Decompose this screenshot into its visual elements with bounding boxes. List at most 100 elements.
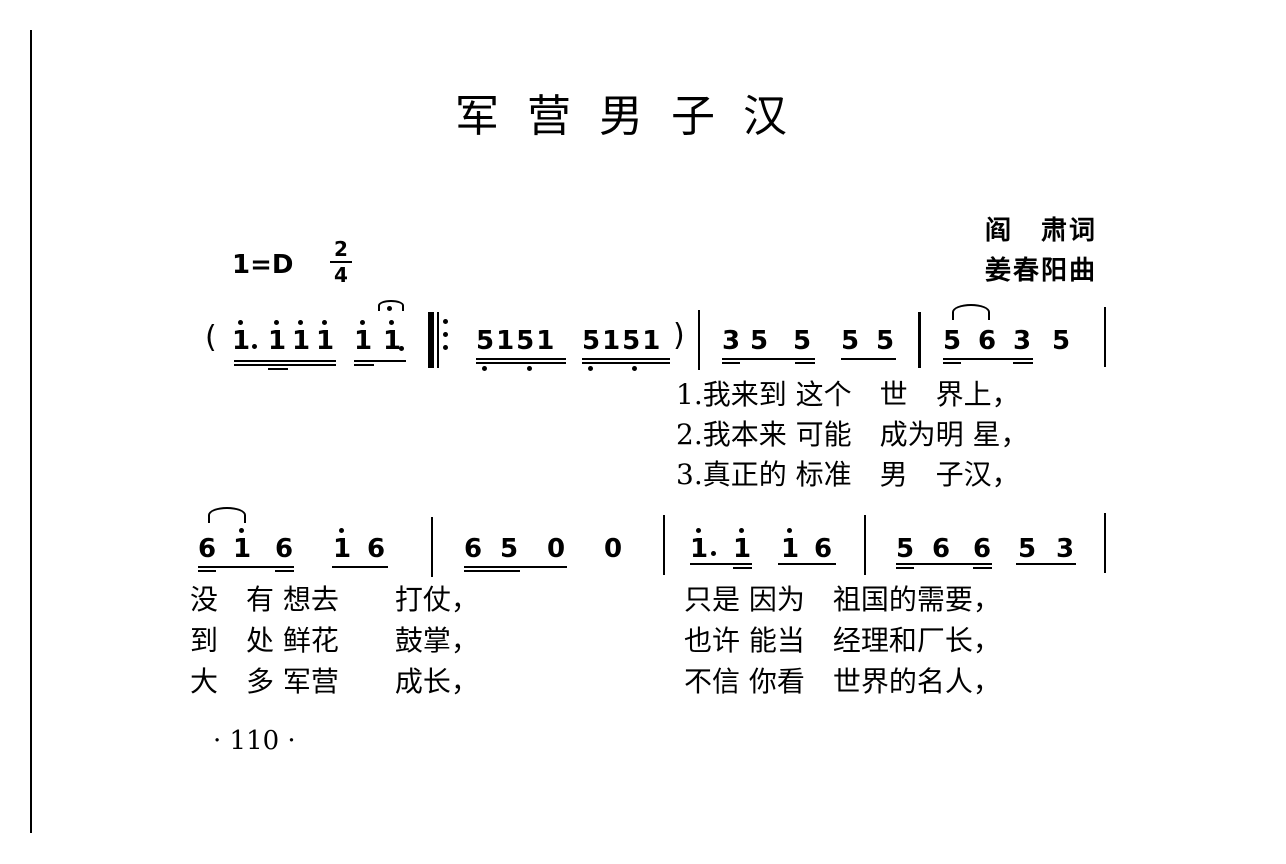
barline	[663, 515, 665, 575]
note: 1	[354, 326, 373, 356]
underline	[1016, 563, 1076, 565]
note: 5	[1052, 326, 1071, 356]
repeat-dot	[443, 319, 448, 324]
note: 5	[876, 326, 895, 356]
note: 1	[268, 326, 287, 356]
underline	[896, 567, 914, 569]
note: 1	[292, 326, 311, 356]
underline	[234, 360, 336, 362]
lyric-verse-3-line-2-right: 不信 你看 世界的名人，	[684, 665, 1001, 698]
note: 6	[367, 534, 386, 564]
underline	[722, 362, 740, 364]
note: 6	[973, 534, 992, 564]
note: 5	[841, 326, 860, 356]
underline	[896, 563, 992, 565]
underline	[582, 358, 670, 360]
underline	[476, 358, 566, 360]
repeat-dot	[443, 332, 448, 337]
note: 1	[733, 534, 752, 564]
repeat-dot	[443, 345, 448, 350]
note: 6	[978, 326, 997, 356]
underline	[464, 566, 567, 568]
low-octave-dot	[588, 366, 593, 371]
repeat-barline-thin	[437, 312, 439, 368]
note: 1	[781, 534, 800, 564]
note-group: 5151	[582, 326, 663, 356]
underline	[476, 362, 566, 364]
time-signature-denominator: 4	[334, 263, 348, 287]
barline	[918, 312, 921, 368]
underline	[778, 563, 836, 565]
underline	[332, 566, 388, 568]
barline	[1104, 513, 1106, 573]
time-signature-bar	[330, 261, 352, 263]
note: 6	[275, 534, 294, 564]
high-octave-dot	[696, 528, 701, 533]
intro-open-paren: (	[205, 320, 217, 355]
underline	[198, 570, 216, 572]
barline	[1104, 307, 1106, 367]
slur-icon	[952, 304, 990, 320]
high-octave-dot	[238, 320, 243, 325]
underline	[275, 570, 294, 572]
high-octave-dot	[787, 528, 792, 533]
lyric-verse-1-line-1: 1.我来到 这个 世 界上，	[676, 378, 1020, 411]
note: 6	[932, 534, 951, 564]
underline	[354, 364, 374, 366]
note: 5	[750, 326, 769, 356]
key-signature: 1=D	[232, 250, 294, 280]
underline	[464, 570, 520, 572]
note: 1	[333, 534, 352, 564]
note: 1	[316, 326, 335, 356]
note: 5	[943, 326, 962, 356]
high-octave-dot	[239, 528, 244, 533]
note-group: 5151	[476, 326, 557, 356]
note: 6	[814, 534, 833, 564]
barline	[698, 310, 700, 370]
lyric-verse-2-line-2-left: 到 处 鲜花 鼓掌，	[190, 624, 479, 657]
page-number: · 110 ·	[213, 726, 296, 756]
high-octave-dot	[360, 320, 365, 325]
underline	[943, 362, 961, 364]
high-octave-dot	[274, 320, 279, 325]
augmentation-dot	[399, 346, 404, 351]
underline	[841, 358, 896, 360]
note: 0	[547, 534, 566, 564]
composer-credit: 姜春阳曲	[985, 256, 1098, 286]
note: 5	[500, 534, 519, 564]
lyric-verse-1-line-2-right: 只是 因为 祖国的需要，	[684, 583, 1001, 616]
high-octave-dot	[339, 528, 344, 533]
lyric-verse-3-line-1: 3.真正的 标准 男 子汉，	[676, 458, 1020, 491]
page-margin-line	[30, 30, 32, 833]
underline	[268, 368, 288, 370]
high-octave-dot	[389, 320, 394, 325]
note: 1	[383, 326, 402, 356]
underline	[690, 563, 752, 565]
underline	[973, 567, 992, 569]
augmentation-dot	[252, 344, 257, 349]
time-signature-numerator: 2	[334, 237, 348, 261]
barline	[431, 517, 433, 577]
note: 1	[233, 534, 252, 564]
note: 5	[896, 534, 915, 564]
note: 5	[1018, 534, 1037, 564]
fermata-dot	[387, 306, 392, 311]
intro-close-paren: )	[673, 318, 685, 353]
lyric-verse-2-line-2-right: 也许 能当 经理和厂长，	[684, 624, 1001, 657]
lyric-verse-2-line-1: 2.我本来 可能 成为明 星，	[676, 418, 1029, 451]
note: 6	[198, 534, 217, 564]
lyric-verse-3-line-2-left: 大 多 军营 成长，	[190, 665, 479, 698]
underline	[795, 362, 815, 364]
underline	[198, 566, 294, 568]
note: 3	[1056, 534, 1075, 564]
low-octave-dot	[632, 366, 637, 371]
high-octave-dot	[298, 320, 303, 325]
note: 6	[464, 534, 483, 564]
underline	[1013, 362, 1033, 364]
time-signature: 2 4	[330, 238, 352, 286]
low-octave-dot	[482, 366, 487, 371]
augmentation-dot	[711, 551, 716, 556]
barline	[864, 515, 866, 575]
note: 0	[604, 534, 623, 564]
lyric-verse-1-line-2-left: 没 有 想去 打仗，	[190, 583, 479, 616]
